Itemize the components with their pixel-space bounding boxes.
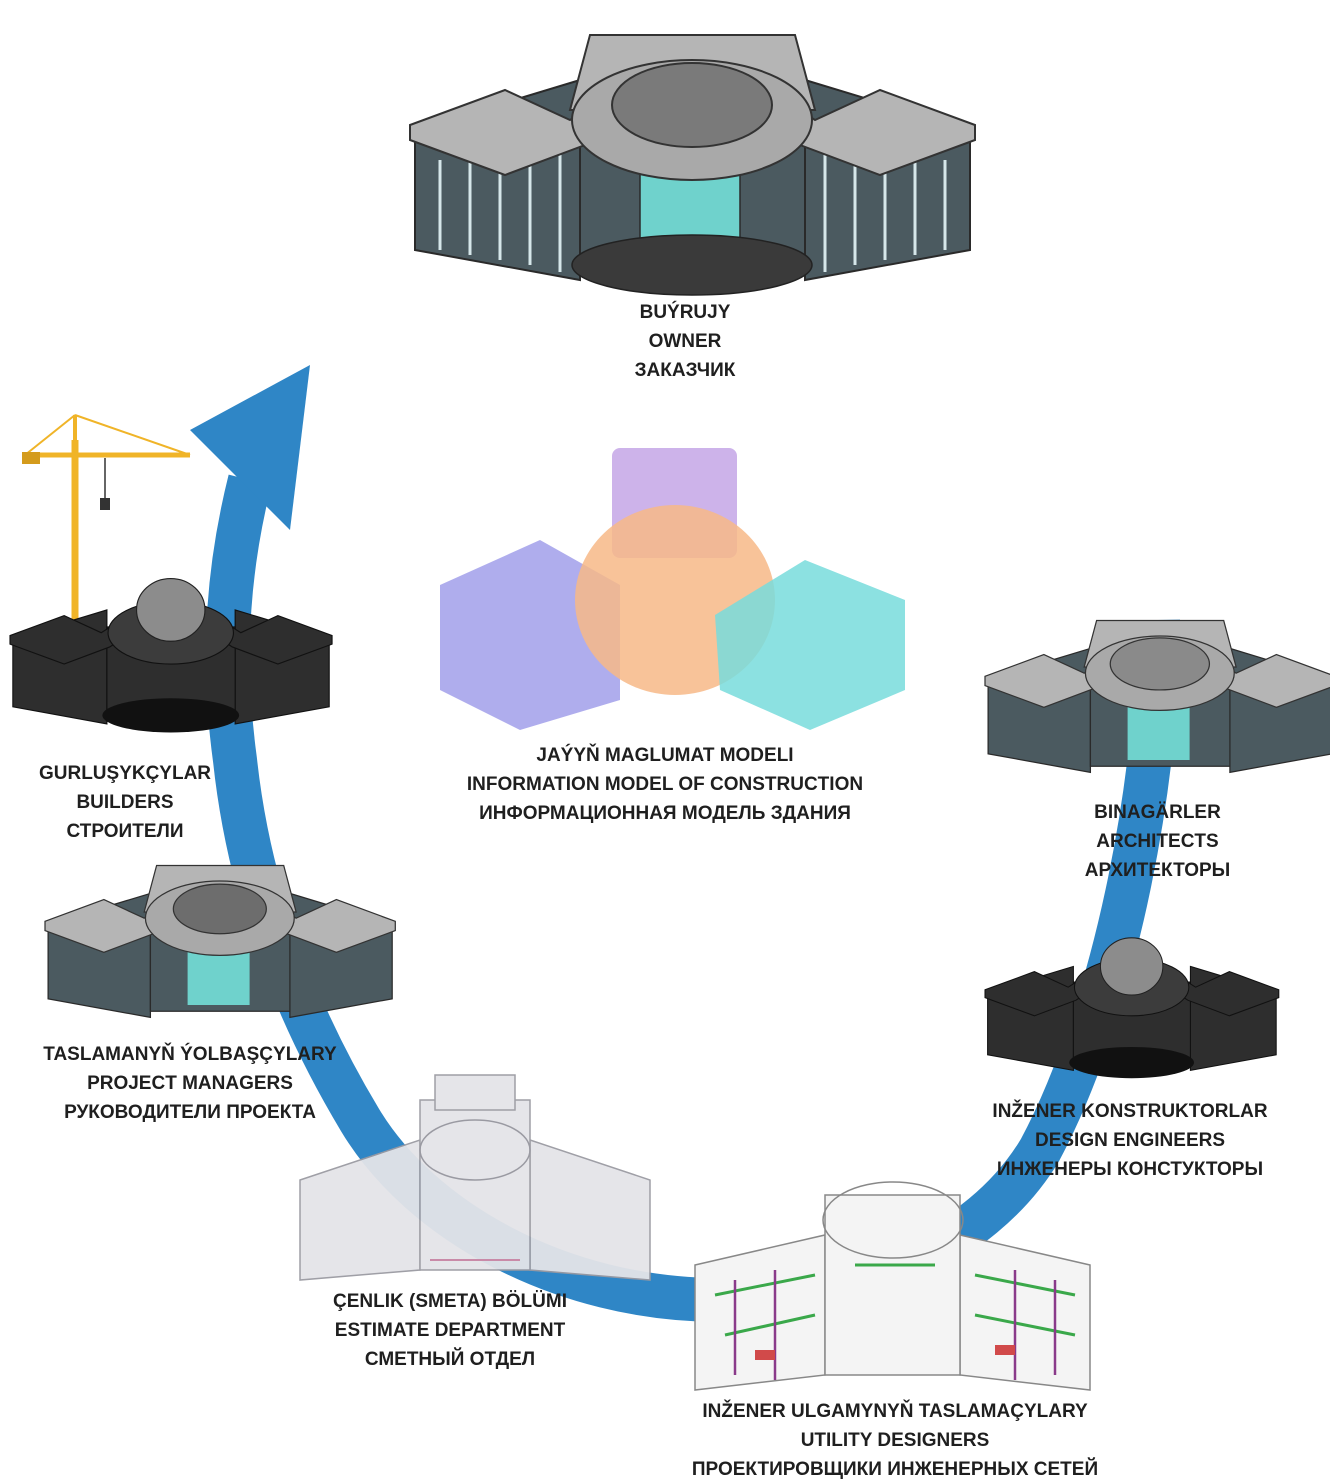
design-engineers-label-en: DESIGN ENGINEERS bbox=[970, 1126, 1290, 1155]
estimate-department-label-en: ESTIMATE DEPARTMENT bbox=[300, 1316, 600, 1345]
design-engineers-label-tk: INŽENER KONSTRUKTORLAR bbox=[970, 1097, 1290, 1126]
stage-label-architects: BINAGÄRLER ARCHITECTS АРХИТЕКТОРЫ bbox=[1050, 798, 1265, 885]
builders-label-tk: GURLUŞYKÇYLAR bbox=[20, 759, 230, 788]
stage-label-design-engineers: INŽENER KONSTRUKTORLAR DESIGN ENGINEERS … bbox=[970, 1097, 1290, 1184]
stage-label-project-managers: TASLAMANYŇ ÝOLBAŞÇYLARY PROJECT MANAGERS… bbox=[20, 1040, 360, 1127]
stage-label-estimate-department: ÇENLIK (SMETA) BÖLÜMI ESTIMATE DEPARTMEN… bbox=[300, 1287, 600, 1374]
architects-label-tk: BINAGÄRLER bbox=[1050, 798, 1265, 827]
design-engineers-label-ru: ИНЖЕНЕРЫ КОНСТУКТОРЫ bbox=[970, 1155, 1290, 1184]
stage-label-builders: GURLUŞYKÇYLAR BUILDERS СТРОИТЕЛИ bbox=[20, 759, 230, 846]
utility-designers-label-ru: ПРОЕКТИРОВЩИКИ ИНЖЕНЕРНЫХ СЕТЕЙ bbox=[650, 1455, 1140, 1484]
builders-label-en: BUILDERS bbox=[20, 788, 230, 817]
project-managers-label-tk: TASLAMANYŇ ÝOLBAŞÇYLARY bbox=[20, 1040, 360, 1069]
project-managers-building bbox=[45, 866, 395, 1018]
estimate-department-label-ru: СМЕТНЫЙ ОТДЕЛ bbox=[300, 1345, 600, 1374]
architects-building bbox=[985, 621, 1330, 773]
architects-label-ru: АРХИТЕКТОРЫ bbox=[1050, 856, 1265, 885]
center-label: JAÝYŇ MAGLUMAT MODELI INFORMATION MODEL … bbox=[430, 741, 900, 828]
estimate-department-label-tk: ÇENLIK (SMETA) BÖLÜMI bbox=[300, 1287, 600, 1316]
utility-designers-label-en: UTILITY DESIGNERS bbox=[650, 1426, 1140, 1455]
owner-label-ru: ЗАКАЗЧИК bbox=[560, 356, 810, 385]
project-managers-label-en: PROJECT MANAGERS bbox=[20, 1069, 360, 1098]
architects-label-en: ARCHITECTS bbox=[1050, 827, 1265, 856]
utility-designers-label-tk: INŽENER ULGAMYNYŇ TASLAMAÇYLARY bbox=[650, 1397, 1140, 1426]
utility-designers-building bbox=[695, 1182, 1090, 1390]
center-label-line-3: ИНФОРМАЦИОННАЯ МОДЕЛЬ ЗДАНИЯ bbox=[430, 799, 900, 828]
center-label-line-2: INFORMATION MODEL OF CONSTRUCTION bbox=[430, 770, 900, 799]
design-engineers-building bbox=[985, 938, 1279, 1078]
builders-building bbox=[10, 579, 332, 733]
stage-label-owner: BUÝRUJY OWNER ЗАКАЗЧИК bbox=[560, 298, 810, 385]
project-managers-label-ru: РУКОВОДИТЕЛИ ПРОЕКТА bbox=[20, 1098, 360, 1127]
owner-label-en: OWNER bbox=[560, 327, 810, 356]
central-bim-model bbox=[440, 448, 905, 730]
stage-label-utility-designers: INŽENER ULGAMYNYŇ TASLAMAÇYLARY UTILITY … bbox=[650, 1397, 1140, 1484]
center-label-line-1: JAÝYŇ MAGLUMAT MODELI bbox=[430, 741, 900, 770]
owner-label-tk: BUÝRUJY bbox=[560, 298, 810, 327]
owner-building bbox=[410, 35, 975, 295]
builders-label-ru: СТРОИТЕЛИ bbox=[20, 817, 230, 846]
